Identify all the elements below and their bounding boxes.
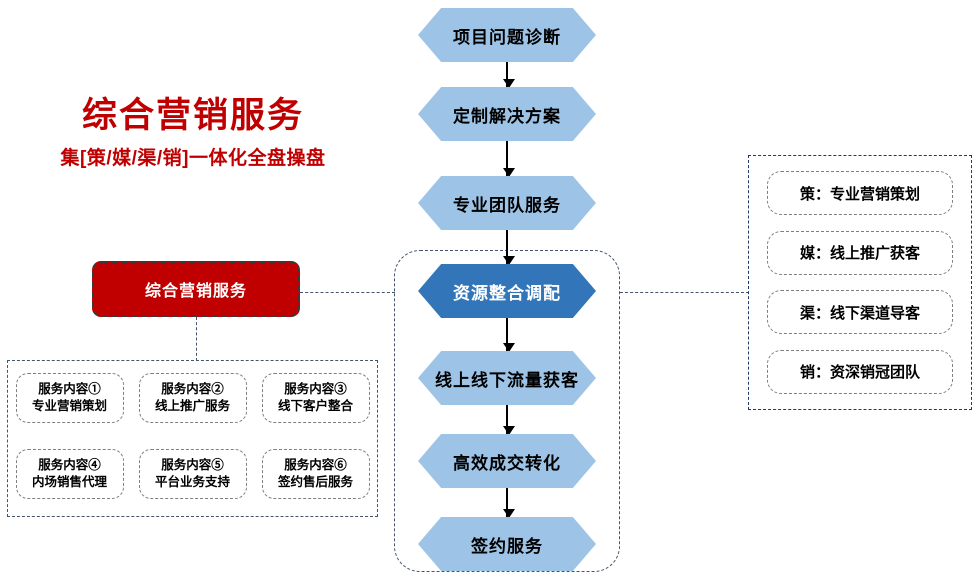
service-chip-line1: 服务内容④ (38, 458, 101, 473)
flow-arrow-4 (503, 318, 515, 352)
pillar-chip[interactable]: 策：专业营销策划 (767, 171, 953, 216)
flow-arrow-2 (503, 141, 515, 177)
flow-arrow-6 (503, 488, 515, 518)
service-chip[interactable]: 服务内容⑥ 签约售后服务 (261, 449, 370, 499)
service-chip[interactable]: 服务内容① 专业营销策划 (15, 373, 124, 423)
flow-step-5[interactable]: 线上线下流量获客 (418, 351, 596, 405)
pillar-chip[interactable]: 媒：线上推广获客 (767, 230, 953, 275)
hexagon-shape: 签约服务 (418, 517, 596, 571)
service-chip-line1: 服务内容① (38, 382, 101, 397)
flow-step-1[interactable]: 项目问题诊断 (418, 8, 596, 62)
service-chip-line1: 服务内容② (161, 382, 224, 397)
service-chip-line1: 服务内容③ (284, 382, 347, 397)
flow-arrow-3 (503, 230, 515, 265)
hexagon-shape: 定制解决方案 (418, 87, 596, 141)
connector-flow-to-pillars (620, 292, 749, 293)
flow-step-label: 高效成交转化 (453, 453, 561, 473)
flow-step-label: 签约服务 (471, 536, 543, 556)
flow-step-4[interactable]: 资源整合调配 (418, 264, 596, 318)
flow-step-6[interactable]: 高效成交转化 (418, 434, 596, 488)
service-chip[interactable]: 服务内容② 线上推广服务 (138, 373, 247, 423)
services-row-1: 服务内容① 专业营销策划 服务内容② 线上推广服务 服务内容③ 线下客户整合 (8, 373, 377, 423)
flow-step-7[interactable]: 签约服务 (418, 517, 596, 571)
pillar-chip[interactable]: 渠：线下渠道导客 (767, 290, 953, 335)
hexagon-shape: 项目问题诊断 (418, 8, 596, 62)
flow-arrow-5 (503, 405, 515, 435)
services-row-2: 服务内容④ 内场销售代理 服务内容⑤ 平台业务支持 服务内容⑥ 签约售后服务 (8, 449, 377, 499)
connector-redbox-to-services (196, 317, 197, 361)
flow-step-label: 专业团队服务 (453, 195, 561, 215)
flow-step-label: 项目问题诊断 (453, 27, 561, 47)
hexagon-shape: 专业团队服务 (418, 176, 596, 230)
hexagon-shape-highlighted: 资源整合调配 (418, 264, 596, 318)
flow-step-label: 资源整合调配 (453, 283, 561, 303)
service-chip-line2: 线上推广服务 (154, 399, 230, 413)
flow-step-label: 线上线下流量获客 (435, 370, 579, 390)
service-chip[interactable]: 服务内容④ 内场销售代理 (15, 449, 124, 499)
services-panel: 服务内容① 专业营销策划 服务内容② 线上推广服务 服务内容③ 线下客户整合 服… (7, 360, 378, 517)
service-chip-line2: 内场销售代理 (31, 475, 107, 489)
highlight-box-comprehensive-marketing[interactable]: 综合营销服务 (92, 261, 300, 317)
hexagon-shape: 高效成交转化 (418, 434, 596, 488)
service-chip-line2: 线下客户整合 (277, 399, 353, 413)
hexagon-shape: 线上线下流量获客 (418, 351, 596, 405)
service-chip[interactable]: 服务内容⑤ 平台业务支持 (138, 449, 247, 499)
flow-step-3[interactable]: 专业团队服务 (418, 176, 596, 230)
service-chip-line2: 专业营销策划 (31, 399, 107, 413)
flow-step-label: 定制解决方案 (453, 106, 561, 126)
service-chip-line2: 签约售后服务 (277, 475, 353, 489)
pillar-chip[interactable]: 销：资深销冠团队 (767, 349, 953, 394)
service-chip[interactable]: 服务内容③ 线下客户整合 (261, 373, 370, 423)
highlight-box-label: 综合营销服务 (144, 283, 247, 300)
pillars-panel: 策：专业营销策划 媒：线上推广获客 渠：线下渠道导客 销：资深销冠团队 (748, 155, 972, 410)
service-chip-line1: 服务内容⑤ (161, 458, 224, 473)
flow-arrow-1 (503, 62, 515, 88)
service-chip-line1: 服务内容⑥ (284, 458, 347, 473)
page-title: 综合营销服务 (81, 96, 304, 135)
flow-step-2[interactable]: 定制解决方案 (418, 87, 596, 141)
connector-redbox-to-flow (300, 292, 395, 293)
page-subtitle: 集[策/媒/渠/销]一体化全盘操盘 (60, 148, 326, 170)
service-chip-line2: 平台业务支持 (154, 475, 230, 489)
title-block: 综合营销服务 集[策/媒/渠/销]一体化全盘操盘 (18, 96, 368, 170)
